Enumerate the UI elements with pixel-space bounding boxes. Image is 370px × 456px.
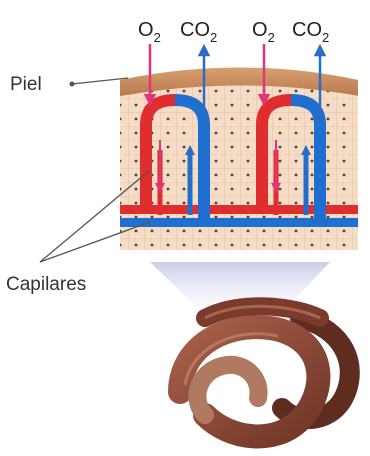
co2-label-2: CO2 (292, 19, 329, 45)
earthworm-illustration (180, 306, 350, 436)
worm-tail (197, 365, 258, 415)
o2-label-1: O2 (138, 19, 161, 45)
skin-label: Piel (10, 74, 42, 95)
o2-label-2: O2 (252, 19, 275, 45)
co2-label-1: CO2 (180, 19, 217, 45)
skin-callout: Piel (10, 74, 128, 95)
capillaries-label: Capilares (6, 274, 86, 295)
skin-leader-line (72, 78, 128, 84)
gas-labels: O2 CO2 O2 CO2 (138, 19, 329, 45)
